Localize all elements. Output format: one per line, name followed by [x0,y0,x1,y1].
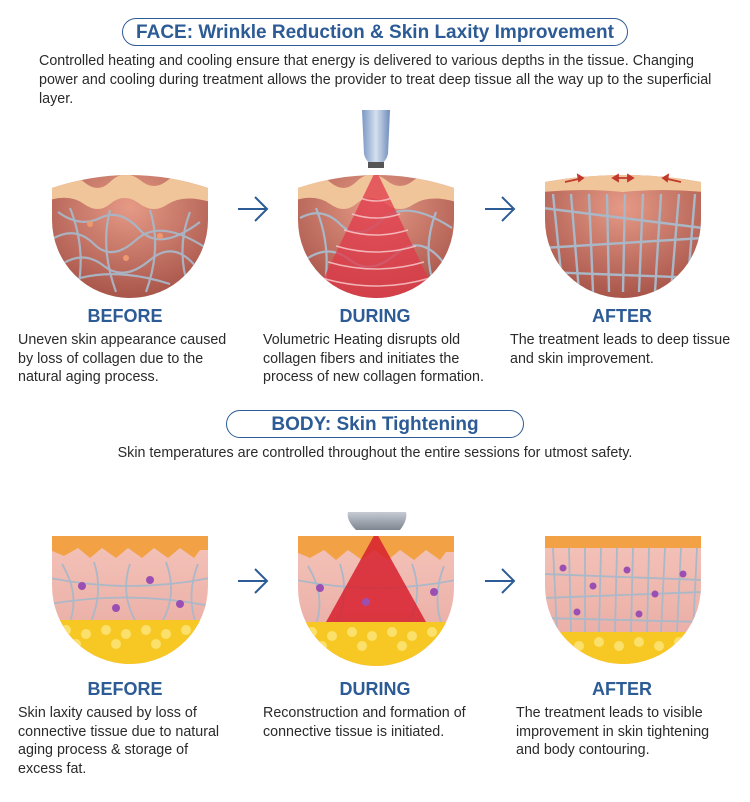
face-step-after-label: AFTER [592,306,652,326]
face-intro-text: Controlled heating and cooling ensure th… [39,53,712,107]
face-arrow-right-icon-2 [485,196,516,222]
body-step-during-label: DURING [339,679,411,699]
face-after-illustration [545,173,701,298]
body-step-during-desc: Reconstruction and formation of connecti… [263,705,466,740]
face-step-after-desc: The treatment leads to deep tissue and s… [510,332,731,367]
body-step-before-desc: Skin laxity caused by loss of connective… [18,705,220,777]
body-step-after-desc: The treatment leads to visible improveme… [516,705,710,758]
face-step-during-label: DURING [339,306,411,326]
body-intro-text: Skin temperatures are controlled through… [117,445,633,461]
body-section-header: BODY: Skin Tightening [226,410,524,438]
applicator-icon [347,512,407,530]
face-step-during-desc: Volumetric Heating disrupts old collagen… [263,332,484,385]
face-during-illustration [298,110,454,298]
body-before-illustration [52,536,208,664]
face-step-before-label: BEFORE [87,306,163,326]
face-step-before-desc: Uneven skin appearance caused by loss of… [18,332,227,385]
body-step-before-label: BEFORE [87,679,163,699]
body-arrow-right-icon-1 [238,568,269,594]
face-arrow-right-icon-1 [238,196,269,222]
face-before-illustration [52,175,208,298]
face-section-header: FACE: Wrinkle Reduction & Skin Laxity Im… [122,18,628,46]
rf-probe-icon [362,110,390,168]
body-step-after-label: AFTER [592,679,652,699]
body-after-illustration [545,536,701,664]
tightening-arrows-icon [564,173,682,183]
body-during-illustration [298,512,454,666]
body-arrow-right-icon-2 [485,568,516,594]
